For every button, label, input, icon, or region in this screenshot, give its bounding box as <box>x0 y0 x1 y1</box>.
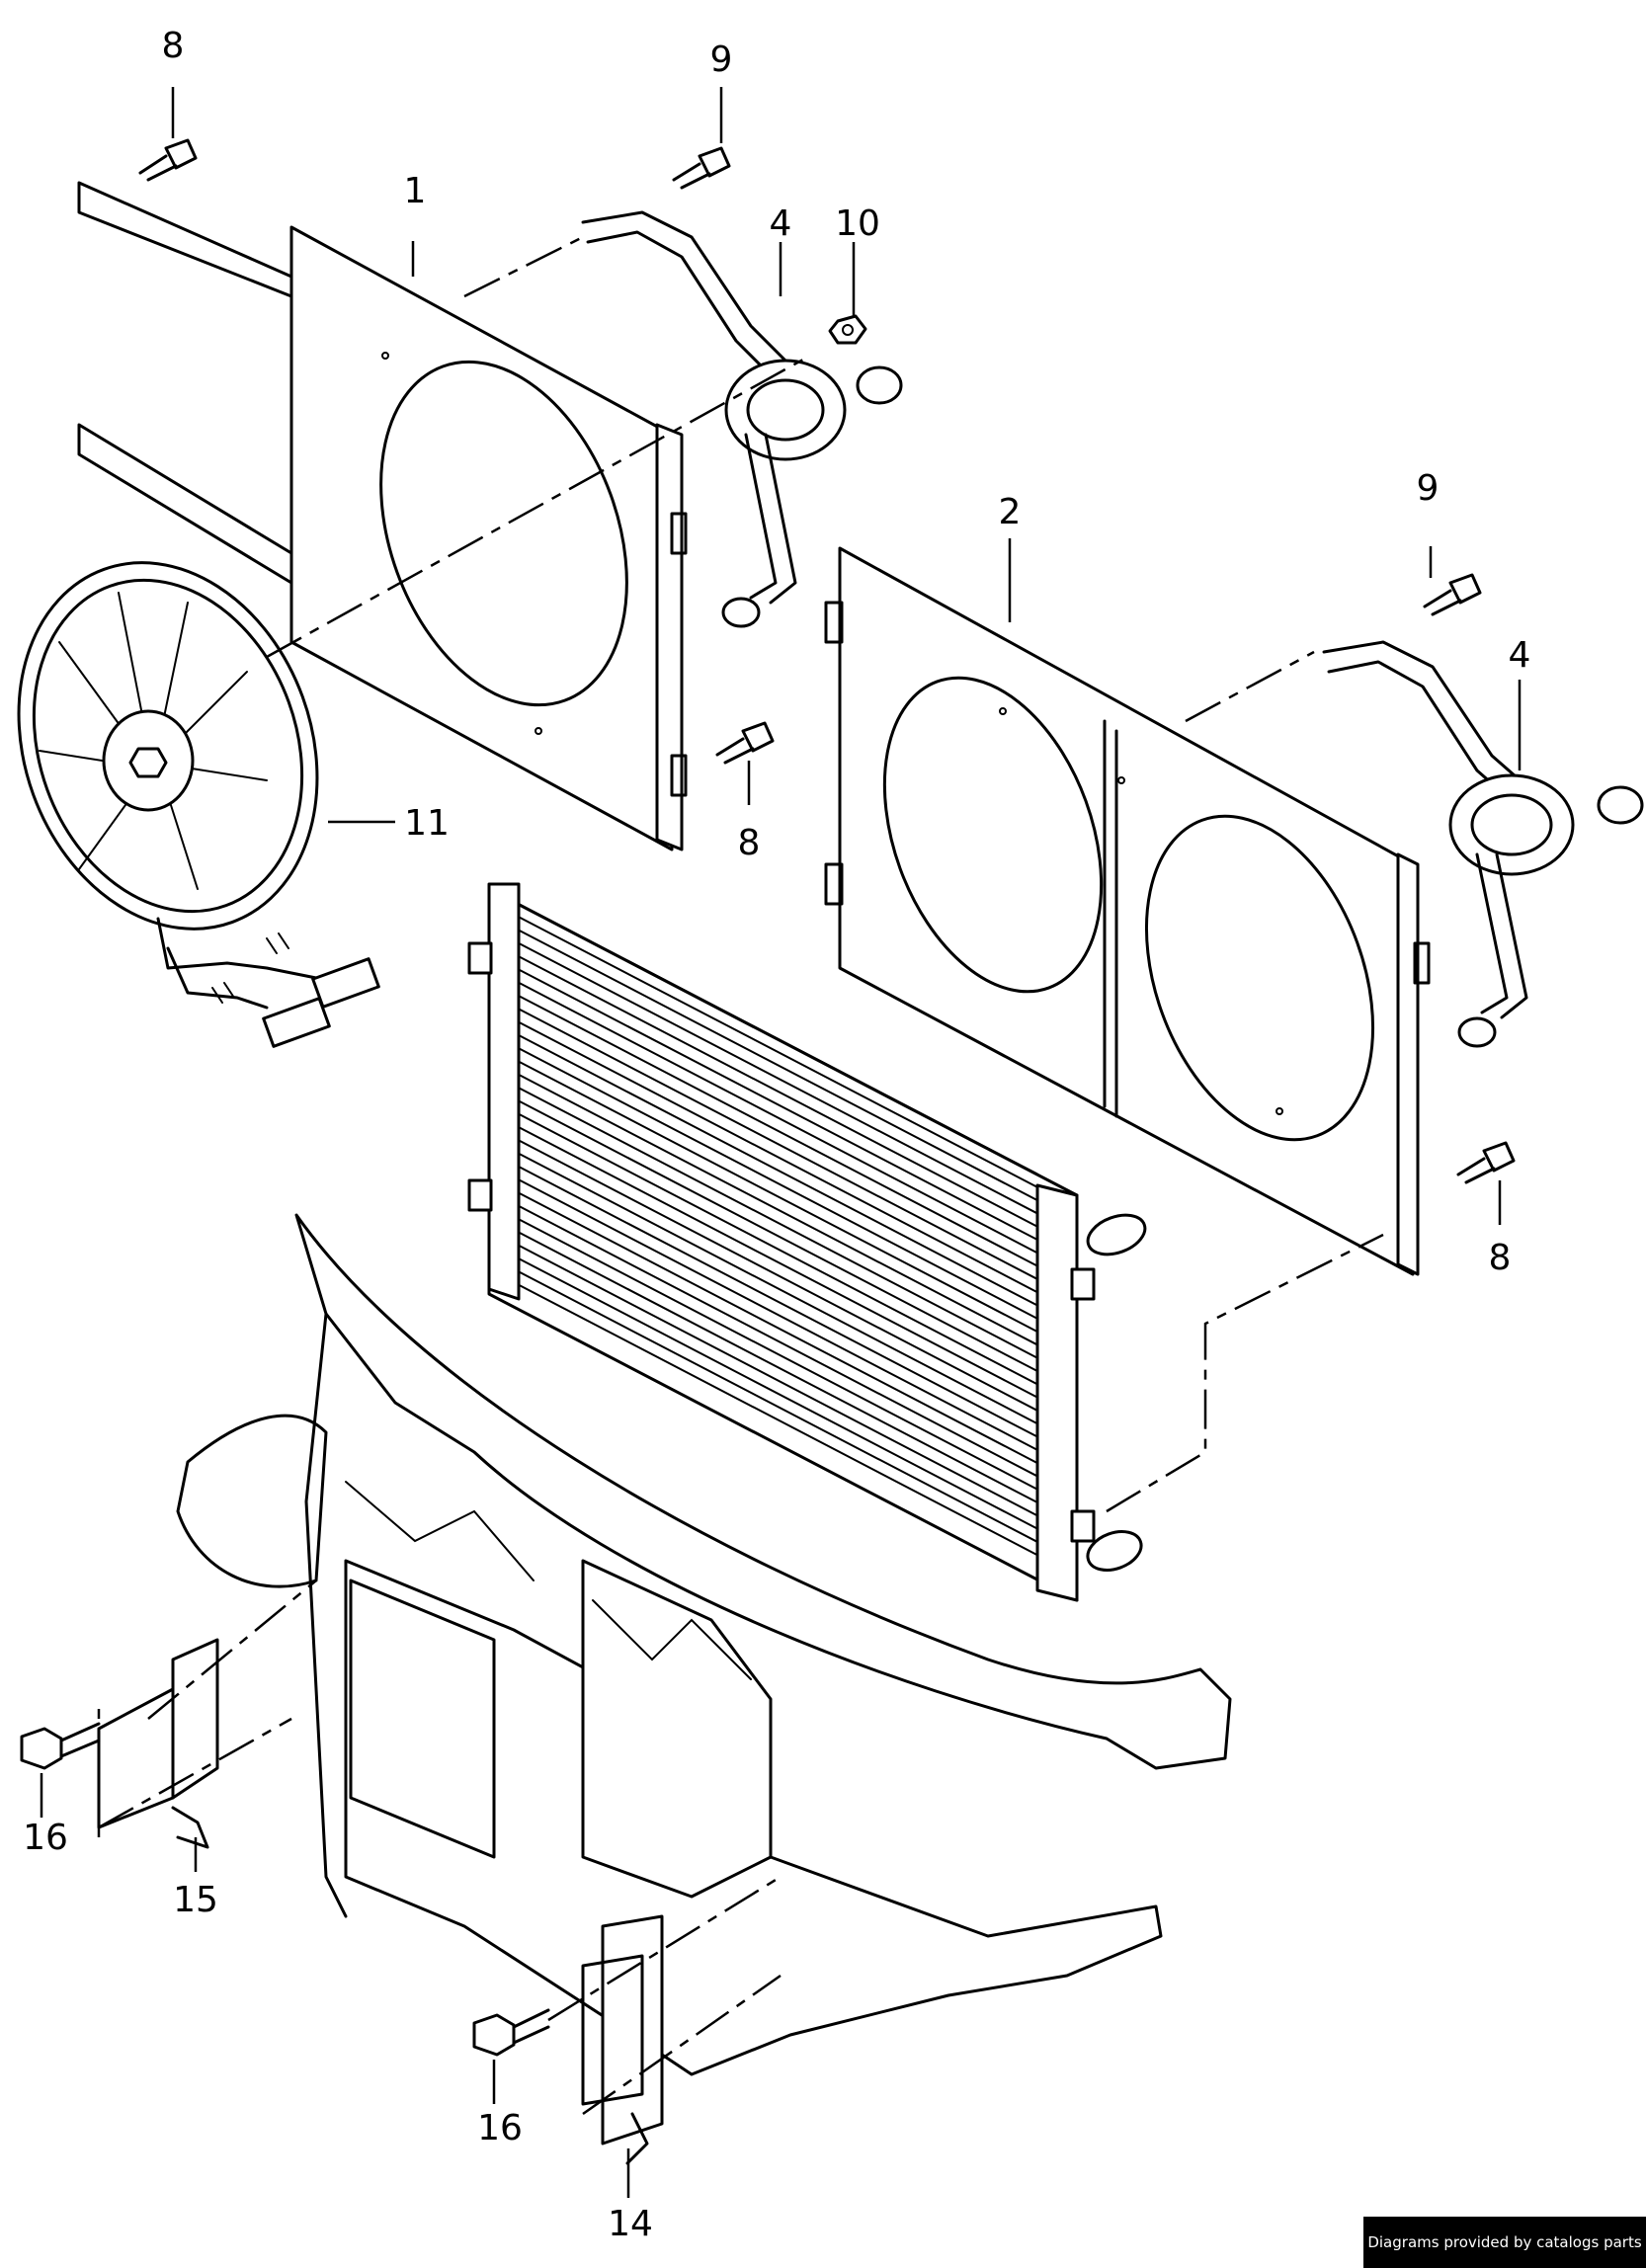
callout-8-top: 8 <box>162 26 185 66</box>
radiator-fin <box>518 1008 1038 1280</box>
callout-11: 11 <box>404 803 450 844</box>
bolt-16-left <box>20 1722 101 1770</box>
radiator-fin <box>518 995 1038 1267</box>
radiator-fin <box>518 1257 1038 1530</box>
radiator-fin <box>518 1126 1038 1399</box>
radiator-fin <box>518 929 1038 1202</box>
radiator-fin <box>518 1060 1038 1334</box>
callout-1: 1 <box>404 171 427 211</box>
callout-16-left: 16 <box>23 1818 68 1858</box>
callout-9-right: 9 <box>1417 468 1440 509</box>
radiator-fin <box>518 916 1038 1188</box>
leader-lines <box>40 87 1522 2198</box>
bracket-15 <box>97 1638 219 1849</box>
callout-labels: 8 9 1 4 10 2 9 4 11 8 8 16 15 16 14 <box>23 26 1530 2244</box>
radiator-fin <box>518 981 1038 1255</box>
radiator-fin <box>518 1244 1038 1517</box>
callout-8-right: 8 <box>1489 1238 1512 1278</box>
radiator-fin <box>518 1099 1038 1372</box>
callout-9-top: 9 <box>710 40 733 80</box>
lock-carrier <box>176 1213 1232 2076</box>
radiator-fin <box>518 1112 1038 1386</box>
radiator-fins <box>518 903 1038 1557</box>
fan-bracket-right <box>1322 640 1644 1048</box>
radiator-fin <box>518 1074 1038 1346</box>
fan-assembly <box>17 561 380 1048</box>
callout-8-middle: 8 <box>738 823 761 863</box>
radiator-fin <box>518 1270 1038 1543</box>
radiator-fin <box>518 1166 1038 1438</box>
bolt-16-bottom <box>472 2008 550 2057</box>
bolt-9-top <box>672 146 731 190</box>
radiator-fin <box>518 1178 1038 1451</box>
radiator-fin <box>518 1205 1038 1478</box>
radiator-fin <box>518 1283 1038 1557</box>
radiator-fin <box>518 942 1038 1215</box>
radiator-fin <box>518 968 1038 1241</box>
fan-shroud-double <box>824 546 1431 1276</box>
callout-16-bottom: 16 <box>477 2108 523 2148</box>
bracket-14 <box>581 1914 664 2165</box>
callout-15: 15 <box>173 1880 218 1920</box>
radiator-fin <box>518 1152 1038 1425</box>
bolt-8-top <box>138 138 198 182</box>
bolt-9-right <box>1423 573 1482 616</box>
credit-banner: Diagrams provided by catalogs parts <box>1363 2217 1646 2268</box>
nut-10 <box>828 314 867 345</box>
radiator-fin <box>518 1020 1038 1294</box>
radiator-fin <box>518 955 1038 1228</box>
bolt-8-right <box>1456 1141 1516 1184</box>
callout-4-right: 4 <box>1509 635 1531 676</box>
callout-10: 10 <box>835 203 880 244</box>
fan-bracket-top <box>581 210 903 628</box>
radiator-fin <box>518 903 1038 1175</box>
radiator-fin <box>518 1191 1038 1465</box>
bolt-8-middle <box>715 721 775 765</box>
radiator-fin <box>518 1218 1038 1491</box>
assembly-lines <box>97 235 1384 2116</box>
callout-4-top: 4 <box>770 203 792 244</box>
radiator-fin <box>518 1139 1038 1412</box>
radiator-fin <box>518 1047 1038 1320</box>
radiator-fin <box>518 1034 1038 1307</box>
radiator <box>467 882 1147 1602</box>
radiator-fin <box>518 1087 1038 1359</box>
radiator-fin <box>518 1231 1038 1503</box>
callout-14: 14 <box>608 2204 653 2244</box>
callout-2: 2 <box>999 492 1022 532</box>
